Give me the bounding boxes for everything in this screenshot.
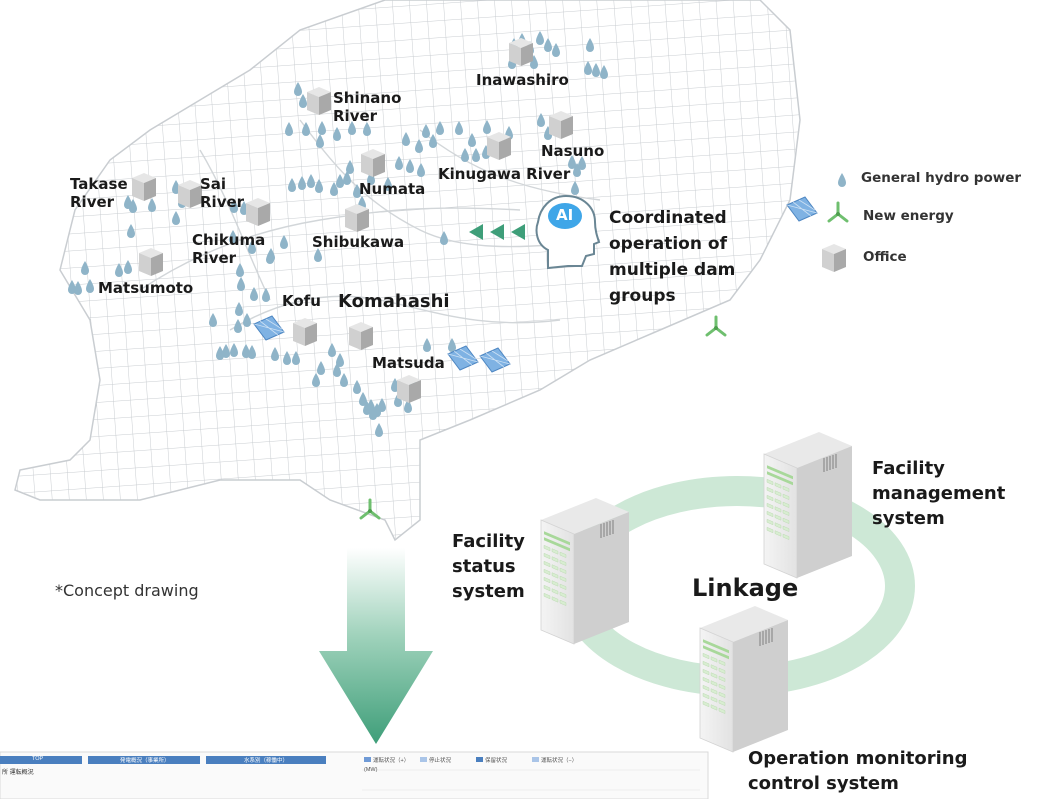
ai-badge: AI — [556, 206, 574, 224]
legend-new-energy-label: New energy — [863, 208, 954, 224]
coordination-arrows — [469, 224, 525, 240]
label-kofu: Kofu — [282, 292, 321, 310]
server-facility-status — [540, 497, 630, 645]
screenshot-legend-1: 運転状況（+） — [373, 758, 410, 764]
label-shibukawa: Shibukawa — [312, 233, 405, 251]
coordinated-operation-text: Coordinated operation of multiple dam gr… — [609, 208, 736, 306]
label-matsuda: Matsuda — [372, 354, 445, 372]
ai-head-icon — [535, 194, 601, 270]
screenshot-tab-overview: 発電概況（事業所） — [120, 758, 170, 764]
label-inawashiro: Inawashiro — [476, 71, 569, 89]
legend-hydro-label: General hydro power — [861, 170, 1022, 186]
label-nasuno: Nasuno — [541, 142, 605, 160]
screenshot-legend-2: 停止状況 — [429, 758, 452, 764]
label-komahashi: Komahashi — [338, 291, 450, 312]
server-operation-monitoring — [699, 605, 789, 753]
label-facility-status-system: Facility status system — [452, 531, 525, 602]
label-operation-monitoring-system: Operation monitoring control system — [748, 748, 968, 794]
server-facility-management — [763, 431, 853, 579]
screenshot-title: 所 運転概況 — [2, 770, 34, 776]
screenshot-tab-top: TOP — [32, 756, 44, 762]
label-takase-river: Takase River — [70, 175, 128, 211]
screenshot-legend-3: 保留状況 — [485, 758, 508, 764]
concept-note: *Concept drawing — [55, 581, 199, 600]
label-numata: Numata — [359, 180, 426, 198]
label-matsumoto: Matsumoto — [98, 279, 194, 297]
screenshot-tab-river: 水系別（稼働中） — [244, 758, 289, 764]
label-sai-river: Sai River — [200, 175, 245, 211]
label-chikuma-river: Chikuma River — [192, 231, 266, 267]
label-shinano-river: Shinano River — [333, 89, 402, 125]
down-arrow — [319, 548, 433, 744]
legend-icons — [786, 173, 849, 272]
label-facility-management-system: Facility management system — [872, 458, 1006, 529]
legend-office-label: Office — [863, 249, 907, 265]
system-screenshot — [0, 751, 709, 800]
screenshot-unit: (MW) — [364, 767, 378, 773]
screenshot-legend-4: 運転状況（−） — [541, 758, 578, 764]
label-linkage: Linkage — [692, 574, 799, 602]
label-kinugawa-river: Kinugawa River — [438, 165, 571, 183]
